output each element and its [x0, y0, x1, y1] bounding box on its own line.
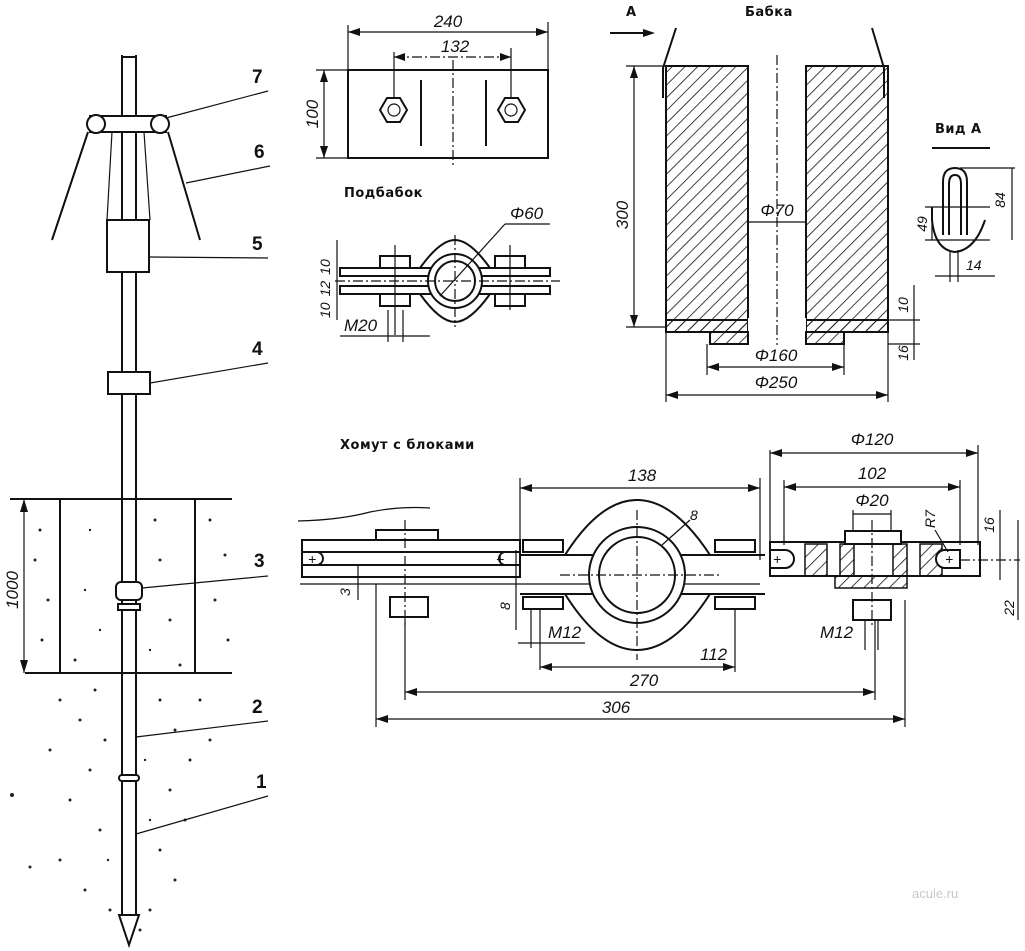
babka-inner-diameter: Φ160 — [755, 346, 798, 365]
babka-view: Бабка A Φ70 300 Φ160 Φ250 — [610, 5, 920, 402]
svg-text:+: + — [496, 551, 504, 567]
view-marker-a: A — [626, 5, 637, 20]
khomut-height-16: 16 — [981, 517, 997, 533]
khomut-dim-d120: Φ120 — [851, 430, 894, 449]
depth-dimension: 1000 — [3, 571, 22, 609]
mast-assembly: 1000 7 6 5 4 3 2 1 — [3, 55, 271, 949]
svg-text:+: + — [945, 551, 953, 567]
vid-a-dim-14: 14 — [966, 257, 982, 273]
podbabok-diameter: Φ60 — [510, 204, 544, 223]
babka-height: 300 — [613, 200, 632, 229]
podbabok-thickness: 101210 — [317, 259, 333, 318]
vid-a-title: Вид А — [935, 122, 982, 137]
podbabok-bolt: M20 — [344, 316, 378, 335]
callout-2: 2 — [252, 697, 263, 718]
callout-3: 3 — [254, 551, 265, 572]
babka-outer-diameter: Φ250 — [755, 373, 798, 392]
khomut-wall: 8 — [690, 507, 698, 523]
babka-title: Бабка — [745, 5, 793, 20]
khomut-bolt-right: M12 — [820, 623, 854, 642]
khomut-view: Хомут с блоками + + 8 138 — [297, 430, 1020, 727]
plate-height: 100 — [303, 99, 322, 128]
callout-6: 6 — [254, 142, 265, 163]
khomut-dim-270: 270 — [629, 671, 659, 690]
svg-text:+: + — [773, 551, 781, 567]
callout-5: 5 — [252, 234, 263, 255]
watermark: acule.ru — [912, 886, 958, 901]
khomut-gap-3: 3 — [337, 588, 353, 596]
khomut-radius: R7 — [922, 509, 938, 528]
svg-text:+: + — [308, 551, 316, 567]
podbabok-title: Подбабок — [344, 186, 423, 201]
babka-bottom-dim-16: 16 — [895, 345, 911, 361]
babka-bore: Φ70 — [760, 201, 794, 220]
khomut-dim-d20: Φ20 — [855, 491, 889, 510]
khomut-plate-8: 8 — [497, 602, 513, 610]
khomut-height-22: 22 — [1001, 600, 1017, 617]
callout-7: 7 — [252, 67, 263, 88]
khomut-bolt-left: M12 — [548, 623, 582, 642]
podbabok-view: Подбабок Φ60 101210 M20 — [317, 186, 560, 342]
khomut-title: Хомут с блоками — [340, 438, 475, 453]
callout-4: 4 — [252, 339, 263, 360]
plate-width: 240 — [433, 12, 463, 31]
babka-bottom-dim-10: 10 — [895, 297, 911, 313]
soil-texture — [10, 518, 230, 932]
khomut-dim-102: 102 — [858, 464, 887, 483]
plate-bolt-spacing: 132 — [441, 37, 470, 56]
vid-a-view: Вид А 84 49 14 — [914, 122, 1015, 282]
vid-a-dim-84: 84 — [992, 192, 1008, 208]
khomut-dim-112: 112 — [700, 645, 728, 664]
callout-1: 1 — [256, 772, 267, 793]
khomut-dim-306: 306 — [602, 698, 631, 717]
vid-a-dim-49: 49 — [914, 216, 930, 232]
plate-view: 240 132 100 — [303, 12, 549, 168]
khomut-dim-138: 138 — [628, 466, 657, 485]
